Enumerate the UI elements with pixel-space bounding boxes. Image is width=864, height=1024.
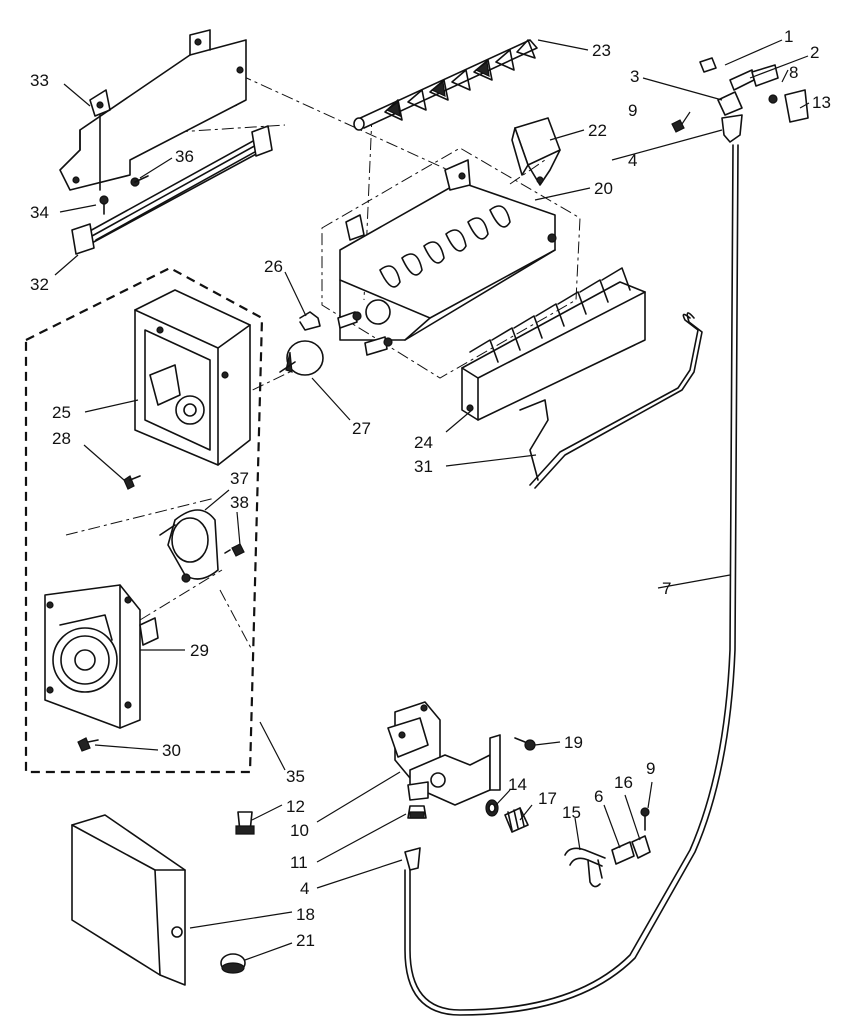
label-27: 27 — [352, 419, 371, 438]
module-29 — [44, 584, 159, 729]
screw-9-lower — [640, 807, 650, 831]
label-15: 15 — [562, 803, 581, 822]
thermostat-27 — [279, 340, 324, 376]
ejector-23 — [353, 39, 538, 131]
shutoff-arm-31 — [519, 312, 703, 489]
label-11: 11 — [290, 853, 308, 872]
fill-cup-fittings — [671, 57, 809, 143]
sleeve-6 — [611, 841, 635, 865]
label-31: 31 — [414, 457, 433, 476]
label-28: 28 — [52, 429, 71, 448]
label-21: 21 — [296, 931, 315, 950]
label-6: 6 — [594, 787, 603, 806]
motor-37 — [159, 509, 219, 583]
label-4-top: 4 — [628, 151, 637, 170]
label-9-lower: 9 — [646, 759, 655, 778]
label-22: 22 — [588, 121, 607, 140]
inlet-tube-15 — [564, 847, 606, 888]
label-1: 1 — [784, 27, 793, 46]
screw-38 — [224, 543, 245, 557]
part-labels: 1 2 3 8 9 13 4 23 22 20 33 36 34 32 26 2… — [30, 27, 831, 950]
mold-20 — [321, 147, 581, 379]
screw-36 — [130, 175, 149, 187]
knob-21 — [220, 953, 246, 974]
housing-25 — [134, 289, 251, 466]
wiring-harness-32 — [71, 125, 273, 255]
label-12: 12 — [286, 797, 305, 816]
cover-22 — [511, 117, 561, 186]
stripper-24 — [461, 267, 646, 421]
label-18: 18 — [296, 905, 315, 924]
label-35: 35 — [286, 767, 305, 786]
screw-30 — [77, 737, 99, 752]
label-8: 8 — [789, 63, 798, 82]
label-10: 10 — [290, 821, 309, 840]
ferrule-4-lower — [404, 847, 421, 871]
label-14: 14 — [508, 775, 527, 794]
label-23: 23 — [592, 41, 611, 60]
nut-12 — [235, 811, 255, 835]
water-tube-7 — [404, 144, 739, 1016]
label-3: 3 — [630, 67, 639, 86]
clip-26 — [299, 311, 321, 331]
label-24: 24 — [414, 433, 433, 452]
label-34: 34 — [30, 203, 49, 222]
bracket-33 — [59, 29, 247, 191]
label-20: 20 — [594, 179, 613, 198]
panel-18 — [71, 814, 186, 986]
screw-19 — [514, 737, 536, 751]
label-38: 38 — [230, 493, 249, 512]
label-2: 2 — [810, 43, 819, 62]
label-37: 37 — [230, 469, 249, 488]
label-32: 32 — [30, 275, 49, 294]
label-16: 16 — [614, 773, 633, 792]
screw-34 — [99, 195, 109, 215]
nut-17 — [504, 807, 529, 833]
label-36: 36 — [175, 147, 194, 166]
label-4-lower: 4 — [300, 879, 309, 898]
label-19: 19 — [564, 733, 583, 752]
label-30: 30 — [162, 741, 181, 760]
label-17: 17 — [538, 789, 557, 808]
label-33: 33 — [30, 71, 49, 90]
label-9-top: 9 — [628, 101, 637, 120]
label-29: 29 — [190, 641, 209, 660]
clamp-16 — [631, 835, 651, 859]
label-13: 13 — [812, 93, 831, 112]
leader-lines — [54, 39, 810, 961]
fitting-11 — [407, 805, 427, 819]
label-26: 26 — [264, 257, 283, 276]
label-25: 25 — [52, 403, 71, 422]
water-valve-10 — [387, 701, 501, 806]
label-7: 7 — [662, 579, 671, 598]
washer-14 — [485, 799, 499, 817]
screw-28 — [123, 475, 141, 490]
